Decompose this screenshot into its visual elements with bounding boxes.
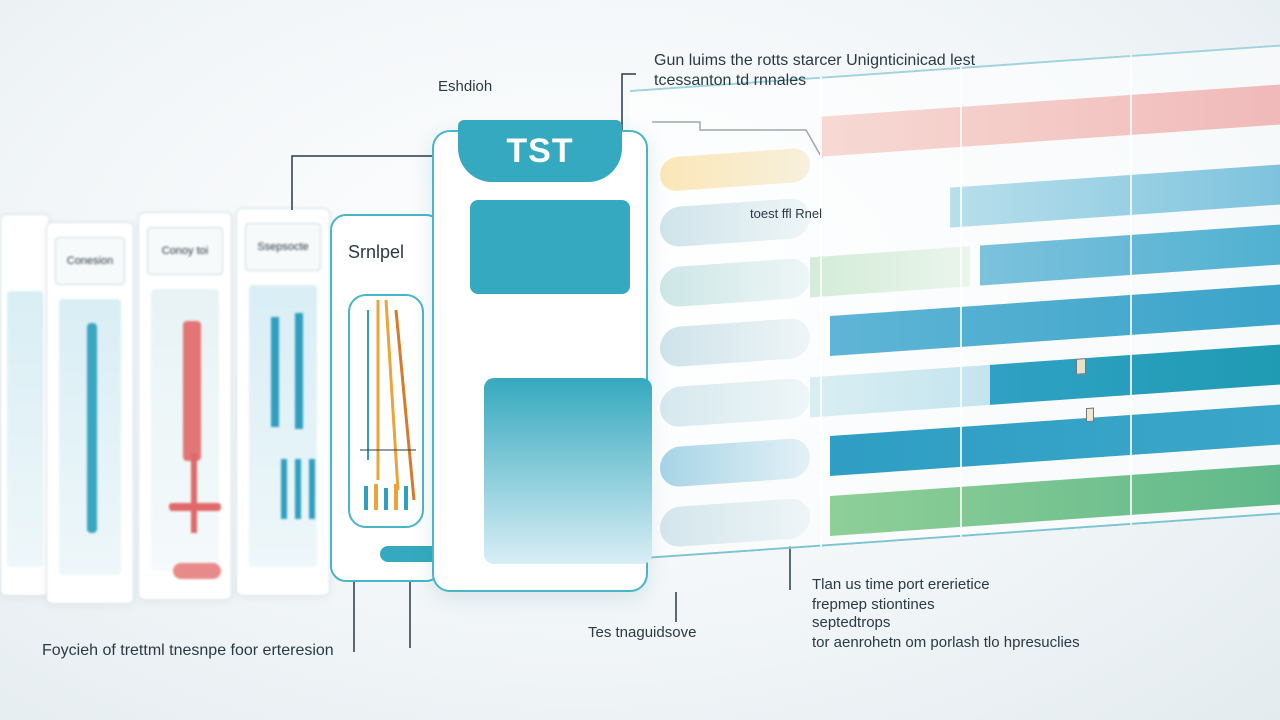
strip-bars [281, 459, 321, 519]
top-right-label-line2: tcessanton td rnnales [654, 72, 807, 89]
strip-line-blue [87, 323, 97, 533]
strip-caption: Conoy toi [147, 227, 223, 275]
cassette-top-window [470, 200, 630, 294]
leader-line-left [291, 155, 440, 210]
sample-lines [360, 300, 416, 510]
table-note-label: toest ffl Rnel [750, 206, 823, 221]
grid-line [960, 66, 962, 537]
strip-caption: Conesion [55, 237, 125, 285]
strip-window [249, 285, 317, 567]
strip-line-blue [271, 317, 279, 427]
sample-label: Srnlpel [348, 242, 405, 262]
grid-line [820, 76, 822, 547]
sample-card: Srnlpel [330, 214, 460, 582]
bottom-right-label-line1: Tlan us time port ererietice [812, 576, 990, 593]
strip-caption: Ssepsocte [245, 223, 321, 271]
strip-cross-red [191, 453, 197, 533]
bottom-center-label: Tes tnaguidsove [588, 624, 697, 641]
background-strip-1: Conesion [46, 222, 134, 604]
top-left-label: Eshdioh [438, 78, 493, 95]
bottom-right-label-line4: tor aenrohetn om porlash tlo hpresuclies [812, 634, 1080, 651]
tst-header-tab: TST [458, 120, 622, 182]
tst-title: TST [506, 131, 574, 170]
strip-red-blob [173, 563, 221, 579]
background-strip-0 [0, 214, 50, 596]
background-strip-2: Conoy toi [138, 212, 232, 600]
bottom-right-label-line2: frepmep stiontines [812, 596, 935, 613]
bottom-left-label: Foycieh of trettml tnesnpe foor erteresi… [42, 642, 334, 659]
strip-line-red [183, 321, 201, 461]
background-strip-3: Ssepsocte [236, 208, 330, 596]
strip-window [7, 291, 43, 567]
marker [1086, 407, 1094, 423]
top-right-label-line1: Gun luims the rotts starcer Unignticinic… [654, 52, 976, 69]
strip-line-blue [295, 313, 303, 429]
bottom-right-label-line3: septedtrops [812, 614, 891, 631]
test-cassette [432, 130, 652, 592]
grid-line [1130, 54, 1132, 526]
marker [1076, 358, 1086, 375]
results-table-panel [630, 43, 1280, 560]
strip-cross-red-bar [169, 503, 221, 511]
cassette-bottom-window [484, 378, 652, 564]
